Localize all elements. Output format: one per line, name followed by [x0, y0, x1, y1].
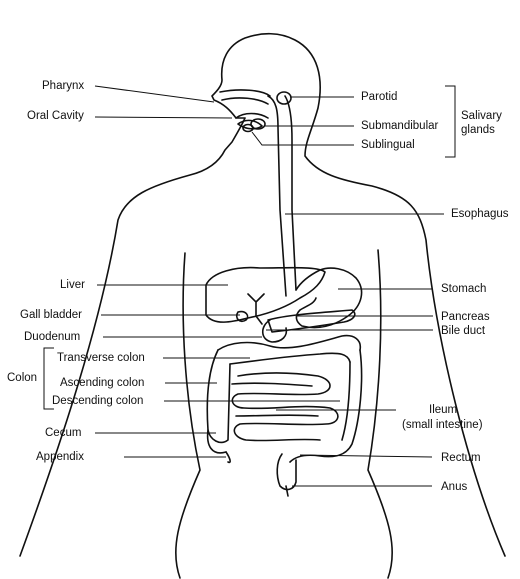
label-stomach: Stomach — [441, 283, 487, 295]
appendix — [225, 451, 231, 464]
label-glands: glands — [461, 124, 495, 136]
pancreas — [267, 309, 356, 333]
label-transverse-colon: Transverse colon — [57, 352, 145, 364]
label-submandibular: Submandibular — [361, 120, 439, 132]
label-bile-duct: Bile duct — [441, 325, 486, 337]
right-arm-line — [367, 249, 394, 579]
salivary-bracket — [445, 85, 456, 158]
label-small-intestine: (small intestine) — [402, 419, 483, 431]
leader-sublingual — [251, 131, 354, 146]
label-colon: Colon — [7, 372, 38, 384]
oral-cavity — [235, 112, 269, 119]
nasal-cavity — [219, 89, 271, 97]
label-gall-bladder: Gall bladder — [20, 309, 83, 321]
descending-colon — [289, 349, 363, 463]
liver — [205, 266, 326, 323]
tongue — [237, 119, 263, 130]
gall-bladder — [235, 310, 249, 323]
sublingual-gland — [242, 123, 254, 133]
label-ileum: Ileum — [429, 404, 458, 416]
label-appendix: Appendix — [36, 451, 84, 463]
submandibular-gland — [250, 118, 266, 130]
label-cecum: Cecum — [45, 427, 82, 439]
colon-bracket — [43, 347, 54, 410]
left-arm-line — [174, 252, 201, 579]
body-outline — [19, 32, 506, 557]
label-sublingual: Sublingual — [361, 139, 415, 151]
duodenum — [261, 319, 288, 343]
label-pharynx: Pharynx — [42, 80, 85, 92]
label-pancreas: Pancreas — [441, 311, 490, 323]
label-duodenum: Duodenum — [24, 331, 81, 343]
leader-rectum — [299, 454, 433, 458]
label-rectum: Rectum — [441, 452, 481, 464]
label-salivary: Salivary — [461, 110, 502, 122]
label-descending-colon: Descending colon — [52, 395, 144, 407]
cecum — [206, 429, 227, 454]
label-anus: Anus — [441, 481, 468, 493]
ascending-colon — [206, 349, 231, 444]
label-parotid: Parotid — [361, 91, 398, 103]
leader-pharynx — [94, 85, 215, 103]
small-intestine — [231, 372, 339, 442]
label-esophagus: Esophagus — [451, 208, 509, 220]
anus — [285, 485, 289, 497]
pharynx — [267, 95, 287, 297]
parotid-gland — [276, 91, 292, 105]
leader-oral-cavity — [94, 116, 233, 119]
transverse-colon — [217, 334, 362, 351]
label-oral-cavity: Oral Cavity — [27, 110, 84, 122]
label-liver: Liver — [60, 279, 85, 291]
label-ascending-colon: Ascending colon — [60, 377, 145, 389]
